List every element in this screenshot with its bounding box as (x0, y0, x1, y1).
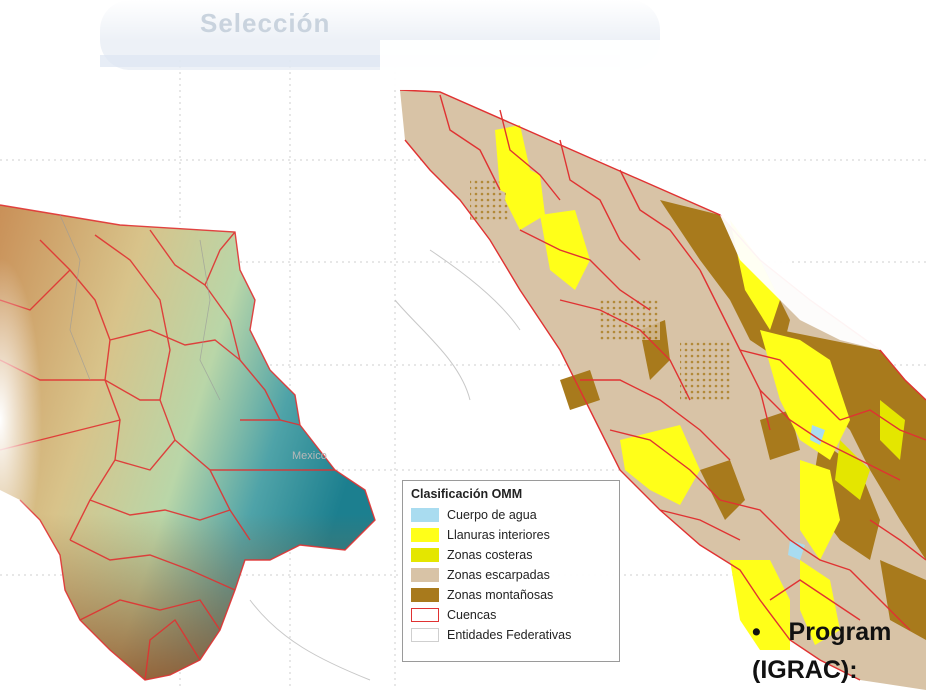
white-overlay (720, 215, 900, 350)
legend-item: Zonas costeras (411, 545, 611, 565)
legend-title: Clasificación OMM (411, 487, 523, 501)
legend-item: Entidades Federativas (411, 625, 611, 645)
faint-map-label: Mexico (292, 450, 327, 462)
legend-item: Cuerpo de agua (411, 505, 611, 525)
legend-label: Zonas montañosas (447, 588, 554, 602)
legend-item: Zonas montañosas (411, 585, 611, 605)
legend-swatch (411, 628, 439, 642)
classification-map (399, 89, 926, 690)
faint-coastlines (249, 249, 521, 681)
legend-label: Llanuras interiores (447, 528, 550, 542)
legend-item: Zonas escarpadas (411, 565, 611, 585)
bullet-text-line2: (IGRAC): (752, 656, 858, 684)
legend-label: Cuerpo de agua (447, 508, 537, 522)
legend-label: Cuencas (447, 608, 497, 622)
legend-swatch (411, 508, 439, 522)
slide-title-fragment: Selección (200, 8, 331, 38)
legend-swatch (411, 548, 439, 562)
legend-item: Cuencas (411, 605, 611, 625)
legend-swatch (411, 608, 439, 622)
legend-item: Llanuras interiores (411, 525, 611, 545)
legend-swatch (411, 568, 439, 582)
legend-swatch (411, 528, 439, 542)
legend-label: Zonas costeras (447, 548, 533, 562)
legend-label: Zonas escarpadas (447, 568, 550, 582)
legend-label: Entidades Federativas (447, 628, 572, 642)
legend-swatch (411, 588, 439, 602)
bullet-text-line1: • Program (752, 618, 892, 646)
